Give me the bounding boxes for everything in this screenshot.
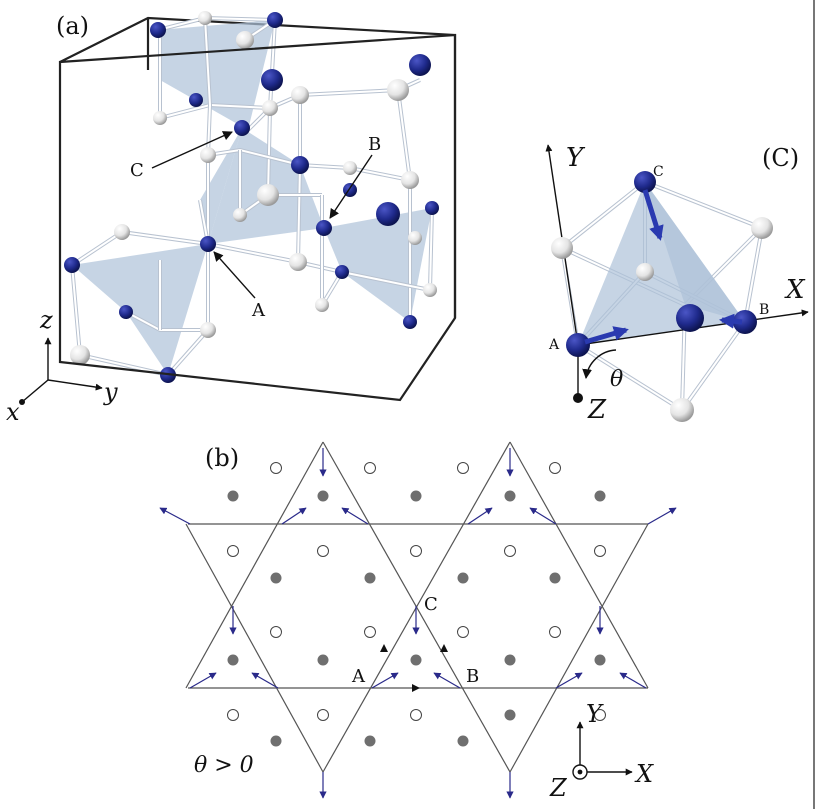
white-sites [70, 11, 437, 365]
site-white-1 [551, 237, 573, 259]
panel-b-site-a: A [351, 666, 366, 687]
tetrahedron-left [72, 244, 208, 375]
tetrahedron-center-back [200, 128, 242, 244]
site-white-3 [670, 398, 694, 422]
arrow-to-c [151, 131, 233, 169]
spin-arrow-b [719, 313, 743, 329]
axis-label-z: z [39, 306, 53, 334]
site-label-c: C [130, 160, 144, 181]
site-label-b: B [368, 134, 381, 155]
axis-label-y: y [103, 378, 118, 406]
panel-c-tetra-side [645, 182, 745, 322]
panel-a-crystal-cube: (a) C B A z y x [6, 11, 457, 426]
panel-c-axis-z: Z [587, 395, 607, 425]
axis-label-x: x [6, 398, 20, 426]
site-white-2 [751, 217, 773, 239]
angle-theta-arc [582, 349, 617, 379]
panel-c-site-b: B [759, 302, 769, 318]
panel-c-axis-y: Y [566, 143, 586, 173]
cube-front-face [58, 33, 457, 402]
panel-b-condition: θ > 0 [194, 753, 254, 778]
spin-arrow-a [584, 326, 629, 345]
panel-c-site-a: A [548, 337, 560, 353]
arrow-to-b [329, 154, 373, 219]
mark-ab-right [412, 684, 420, 692]
site-b [733, 310, 757, 334]
panel-c-tetrahedron: (C) C A B Y X Z θ [545, 143, 809, 425]
panel-b-axis-x: X [634, 760, 654, 788]
panel-b-axis-y: Y [586, 700, 604, 728]
panel-a-label: (a) [56, 12, 89, 40]
spin-arrow-c [642, 189, 664, 241]
arrow-to-a [213, 251, 256, 299]
open-sites [227, 462, 606, 721]
blue-sites [64, 12, 439, 383]
panel-b-site-b: B [466, 666, 479, 687]
tetrahedron-right [324, 208, 432, 322]
panel-c-theta: θ [610, 367, 623, 392]
panel-b-axes: Y X Z [549, 700, 654, 802]
site-a [566, 333, 590, 357]
spin-arrows [159, 448, 677, 799]
panel-c-label: (C) [762, 144, 799, 172]
axes-xyz: z y x [6, 306, 118, 426]
filled-sites [227, 490, 606, 747]
site-center [676, 304, 704, 332]
panel-b-label: (b) [205, 444, 239, 472]
mark-a-up [380, 644, 388, 652]
mark-b-up [440, 644, 448, 652]
panel-c-axis-x: X [784, 275, 806, 305]
site-c [634, 171, 656, 193]
axis-z-dot [573, 393, 583, 403]
panel-b-axis-z: Z [549, 774, 568, 802]
panel-c-site-c: C [653, 164, 664, 180]
site-white-4 [636, 263, 654, 281]
panel-b-kagome: (b) C A B θ > 0 Y X Z [159, 441, 677, 802]
site-label-a: A [251, 300, 266, 321]
panel-b-site-c: C [424, 594, 438, 615]
